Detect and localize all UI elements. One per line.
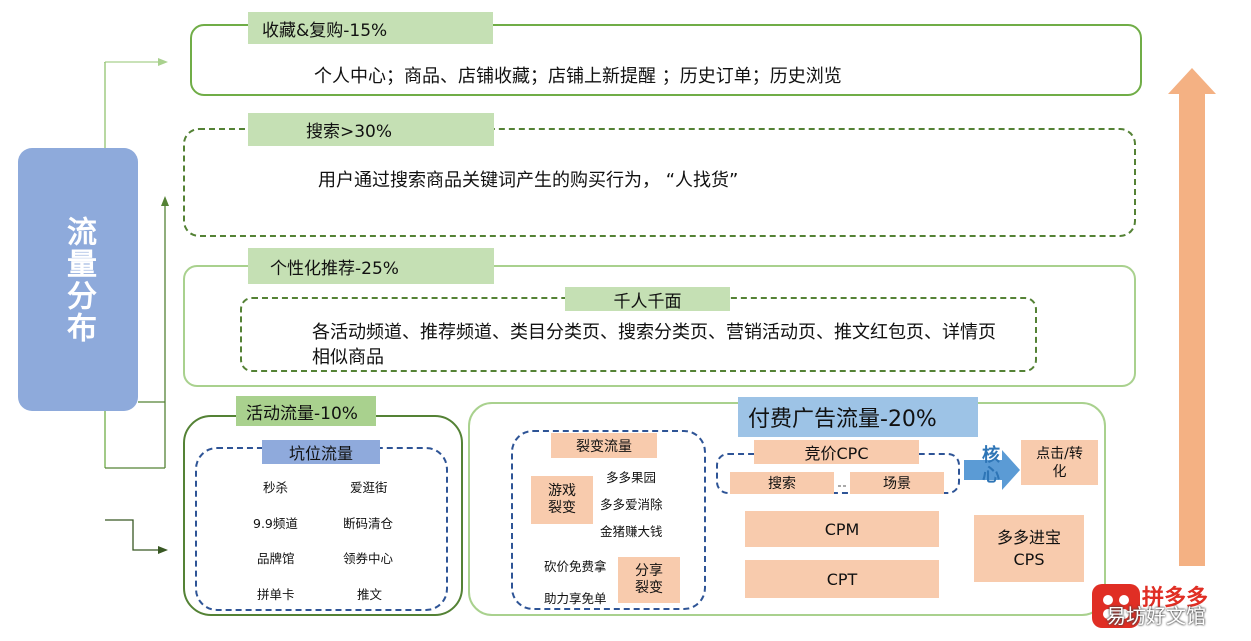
activity-item: 9.9频道 xyxy=(253,516,298,531)
activity-item: 品牌馆 xyxy=(257,551,295,566)
personalized-label: 个性化推荐-25% xyxy=(248,248,494,284)
search-desc: 用户通过搜索商品关键词产生的购买行为， “人找货” xyxy=(318,170,739,191)
activity-item: 领券中心 xyxy=(343,551,394,566)
activity-item: 秒杀 xyxy=(263,480,289,495)
cps-label: 多多进宝CPS xyxy=(974,515,1084,582)
watermark-logo: 拼多多 易坊好文馆 xyxy=(1086,574,1246,634)
personalized-box xyxy=(183,265,1136,387)
personalized-desc-line1: 各活动频道、推荐频道、类目分类页、搜索分类页、营销活动页、推文红包页、详情页 xyxy=(312,322,996,343)
game-item: 金猪赚大钱 xyxy=(600,524,663,539)
favorites-label: 收藏&复购-15% xyxy=(248,12,493,44)
activity-item: 拼单卡 xyxy=(257,587,295,602)
favorites-box xyxy=(190,24,1142,96)
activity-item: 断码清仓 xyxy=(343,516,394,531)
growth-arrow-icon xyxy=(1168,68,1216,566)
arrow-line-activity xyxy=(105,519,162,551)
cpc-scene: 场景 xyxy=(850,472,944,494)
fission-box xyxy=(511,430,706,610)
cpt-label: CPT xyxy=(745,560,939,598)
fission-label: 裂变流量 xyxy=(551,433,657,458)
flow-distribution-sidebar: 流量分布 xyxy=(18,148,138,411)
cpc-search: 搜索 xyxy=(730,472,834,494)
cpm-label: CPM xyxy=(745,511,939,547)
favorites-desc: 个人中心；商品、店铺收藏；店铺上新提醒 ；历史订单；历史浏览 xyxy=(314,66,842,87)
share-item: 助力享免单 xyxy=(544,591,607,606)
activity-label: 活动流量-10% xyxy=(236,396,376,426)
search-box xyxy=(183,128,1136,237)
game-item: 多多爱消除 xyxy=(600,497,663,512)
paid-ads-label: 付费广告流量-20% xyxy=(738,397,978,437)
pinduoduo-logo-icon xyxy=(1092,584,1140,628)
watermark-brand: 拼多多 xyxy=(1142,586,1209,611)
click-convert-label: 点击/转化 xyxy=(1021,440,1098,485)
core-label: 核心 xyxy=(982,445,1000,486)
share-item: 砍价免费拿 xyxy=(544,559,607,574)
game-fission-label: 游戏裂变 xyxy=(531,476,593,524)
search-label: 搜索>30% xyxy=(248,113,494,146)
activity-item: 推文 xyxy=(357,587,383,602)
personalized-desc-line2: 相似商品 xyxy=(312,347,384,368)
slot-flow-label: 坑位流量 xyxy=(262,440,380,464)
sidebar-label: 流量分布 xyxy=(61,215,96,344)
slot-flow-box xyxy=(195,447,448,611)
share-fission-label: 分享裂变 xyxy=(618,557,680,603)
game-item: 多多果园 xyxy=(606,470,657,485)
watermark-text: 易坊好文馆 xyxy=(1106,604,1206,628)
cpc-label: 竞价CPC xyxy=(754,440,919,464)
personalized-sublabel: 千人千面 xyxy=(565,287,730,312)
core-arrow-icon xyxy=(964,450,1020,490)
activity-item: 爱逛街 xyxy=(350,480,388,495)
